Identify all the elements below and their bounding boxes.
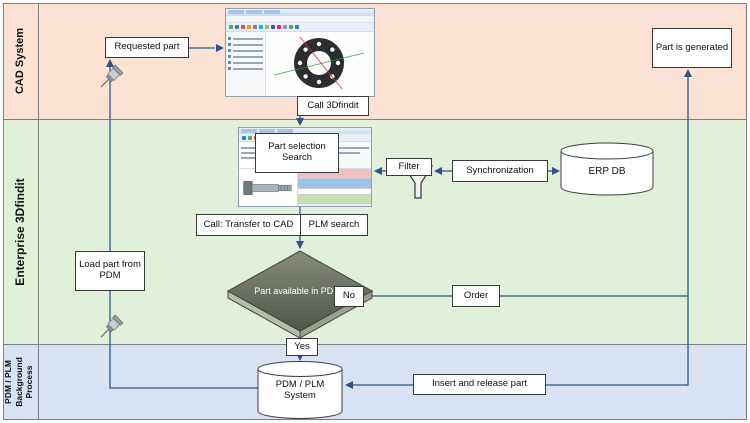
part-is-generated-box: Part is generated [652, 28, 732, 68]
cad-screenshot [225, 8, 375, 97]
lane-label-divider [38, 3, 39, 420]
call-3dfindit-label: Call 3Dfindit [297, 96, 369, 116]
part-selection-search-box: Part selection Search [255, 133, 339, 173]
order-box: Order [452, 285, 500, 307]
insert-and-release-part-box: Insert and release part [413, 374, 546, 395]
lane-label-enterprise-3dfindit: Enterprise 3Dfindit [13, 178, 27, 286]
synchronization-box: Synchronization [452, 160, 548, 182]
3dfindit-result-rows [298, 169, 371, 206]
cad-screenshot-titlebar [226, 9, 374, 16]
cad-screenshot-toolbar-icons [226, 23, 374, 32]
lane-label-cad-system: CAD System [14, 27, 26, 95]
erp-db-label: ERP DB [588, 166, 626, 178]
flange-part-image [273, 36, 365, 90]
load-part-from-pdm-box: Load part from PDM [75, 251, 145, 291]
yes-label: Yes [286, 338, 318, 356]
requested-part-box: Requested part [105, 37, 189, 58]
lane-label-pdm-plm-background: PDM / PLM Background Process [3, 357, 35, 407]
no-label: No [334, 286, 364, 307]
decision-label: Part available in PDM? [254, 285, 346, 296]
plm-search-box: PLM search [300, 214, 368, 236]
3dfindit-screenshot-titlebar [239, 128, 371, 134]
filter-label: Filter [386, 158, 432, 176]
cad-canvas [266, 32, 374, 96]
cad-screenshot-menubar [226, 16, 374, 23]
call-transfer-to-cad-box: Call: Transfer to CAD [196, 214, 301, 236]
bolt-preview-image [239, 169, 298, 206]
pdm-plm-system-label: PDM / PLM System [275, 379, 325, 401]
lane-cad-system [3, 3, 747, 120]
lane-pdm-plm-background [3, 345, 747, 420]
lane-enterprise-3dfindit [3, 120, 747, 345]
cad-model-tree [226, 32, 266, 96]
